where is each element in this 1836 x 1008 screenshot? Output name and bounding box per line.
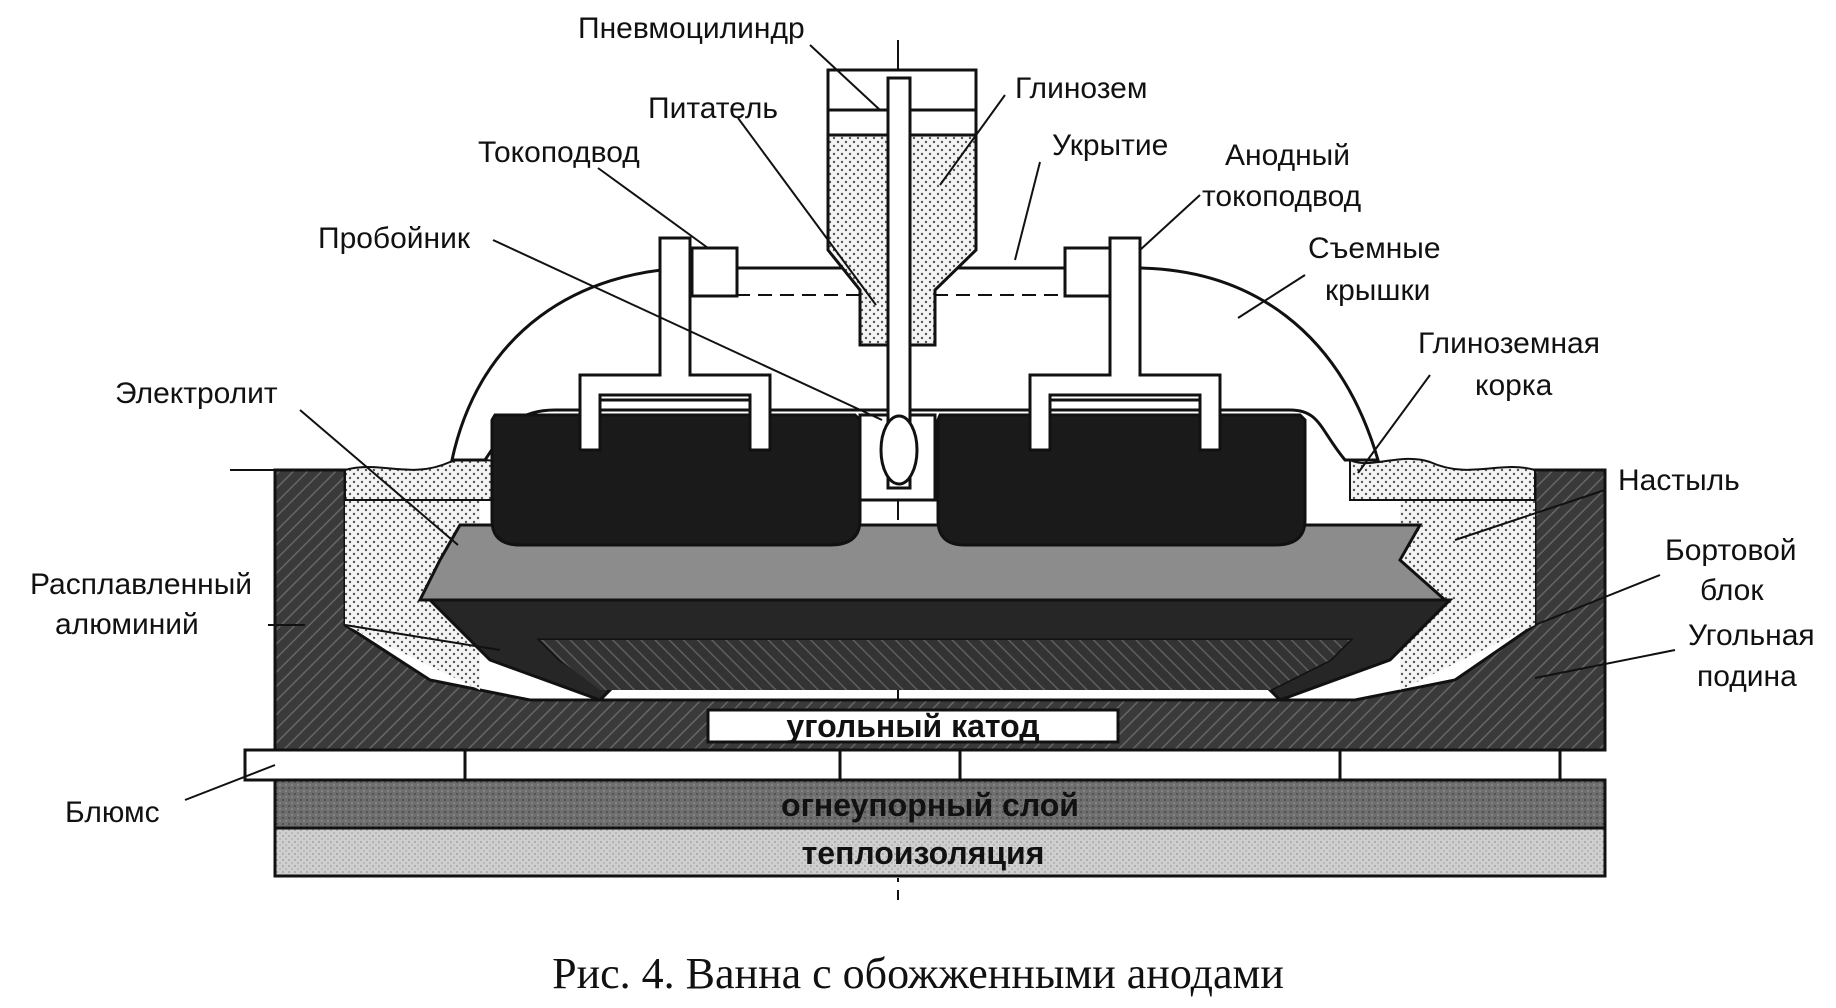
label-carbon-bottom-1: Угольная xyxy=(1688,619,1815,652)
refractory-label: огнеупорный слой xyxy=(781,787,1079,823)
carbon-bottom xyxy=(540,640,1350,690)
figure-caption: Рис. 4. Ванна с обожженными анодами xyxy=(552,949,1284,998)
busbar-block-right xyxy=(1063,246,1112,298)
crust-right xyxy=(1349,457,1536,501)
punch-rod xyxy=(886,76,912,490)
label-anode-bus-2: токоподвод xyxy=(1202,180,1361,213)
leader-ledge xyxy=(1454,489,1606,541)
anode-left xyxy=(490,413,862,547)
refractory-layer xyxy=(273,778,1607,830)
leader-busbar xyxy=(597,167,709,249)
label-molten-2: алюминий xyxy=(55,608,199,641)
leader-blooms xyxy=(184,764,276,801)
punch-tip xyxy=(879,414,919,486)
label-carbon-bottom-2: подина xyxy=(1697,660,1797,693)
leader-cover xyxy=(1014,161,1041,261)
leader-anode-bus xyxy=(1139,194,1201,251)
leader-carbon-bottom xyxy=(1534,649,1676,679)
label-pneumatic-cylinder: Пневмоцилиндр xyxy=(578,12,805,45)
label-feeder: Питатель xyxy=(648,92,778,125)
cathode-label: угольный катод xyxy=(786,708,1039,744)
label-lids-1: Съемные xyxy=(1308,232,1441,265)
label-molten-1: Расплавленный xyxy=(30,568,252,601)
insulation-layer xyxy=(273,826,1607,878)
insulation-label: теплоизоляция xyxy=(802,835,1045,871)
leader-side-block xyxy=(1534,574,1661,626)
label-blooms: Блюмс xyxy=(65,796,160,829)
anode-yoke-right xyxy=(1048,398,1202,412)
anode-rod-left xyxy=(578,236,772,452)
label-cover: Укрытие xyxy=(1052,129,1168,162)
label-side-block-1: Бортовой xyxy=(1665,534,1797,567)
leader-lids xyxy=(1237,274,1306,319)
anode-yoke-left xyxy=(598,398,752,412)
anode-right xyxy=(936,413,1307,547)
collector-bar xyxy=(243,748,1562,782)
leader-punch xyxy=(492,239,883,421)
leader-molten xyxy=(344,624,501,651)
anode-rod-right xyxy=(1028,236,1222,452)
leader-alumina xyxy=(939,94,1006,186)
label-side-block-2: блок xyxy=(1700,574,1764,607)
label-crust-2: корка xyxy=(1475,369,1553,402)
label-busbar: Токоподвод xyxy=(478,136,640,169)
label-lids-2: крышки xyxy=(1325,274,1430,307)
cathode-box xyxy=(706,708,1120,744)
label-punch: Пробойник xyxy=(318,222,471,255)
leader-electrolyte xyxy=(299,409,459,546)
label-anode-bus-1: Анодный xyxy=(1225,139,1350,172)
leader-feeder xyxy=(737,117,877,306)
leader-crust xyxy=(1357,374,1431,474)
label-crust-1: Глиноземная xyxy=(1418,327,1600,360)
busbar-block-left xyxy=(690,246,739,298)
label-ledge: Настыль xyxy=(1618,464,1740,497)
label-electrolyte: Электролит xyxy=(115,377,278,410)
leader-pneumo xyxy=(809,44,881,111)
ledge-left xyxy=(345,470,480,690)
label-alumina: Глинозем xyxy=(1015,72,1147,105)
